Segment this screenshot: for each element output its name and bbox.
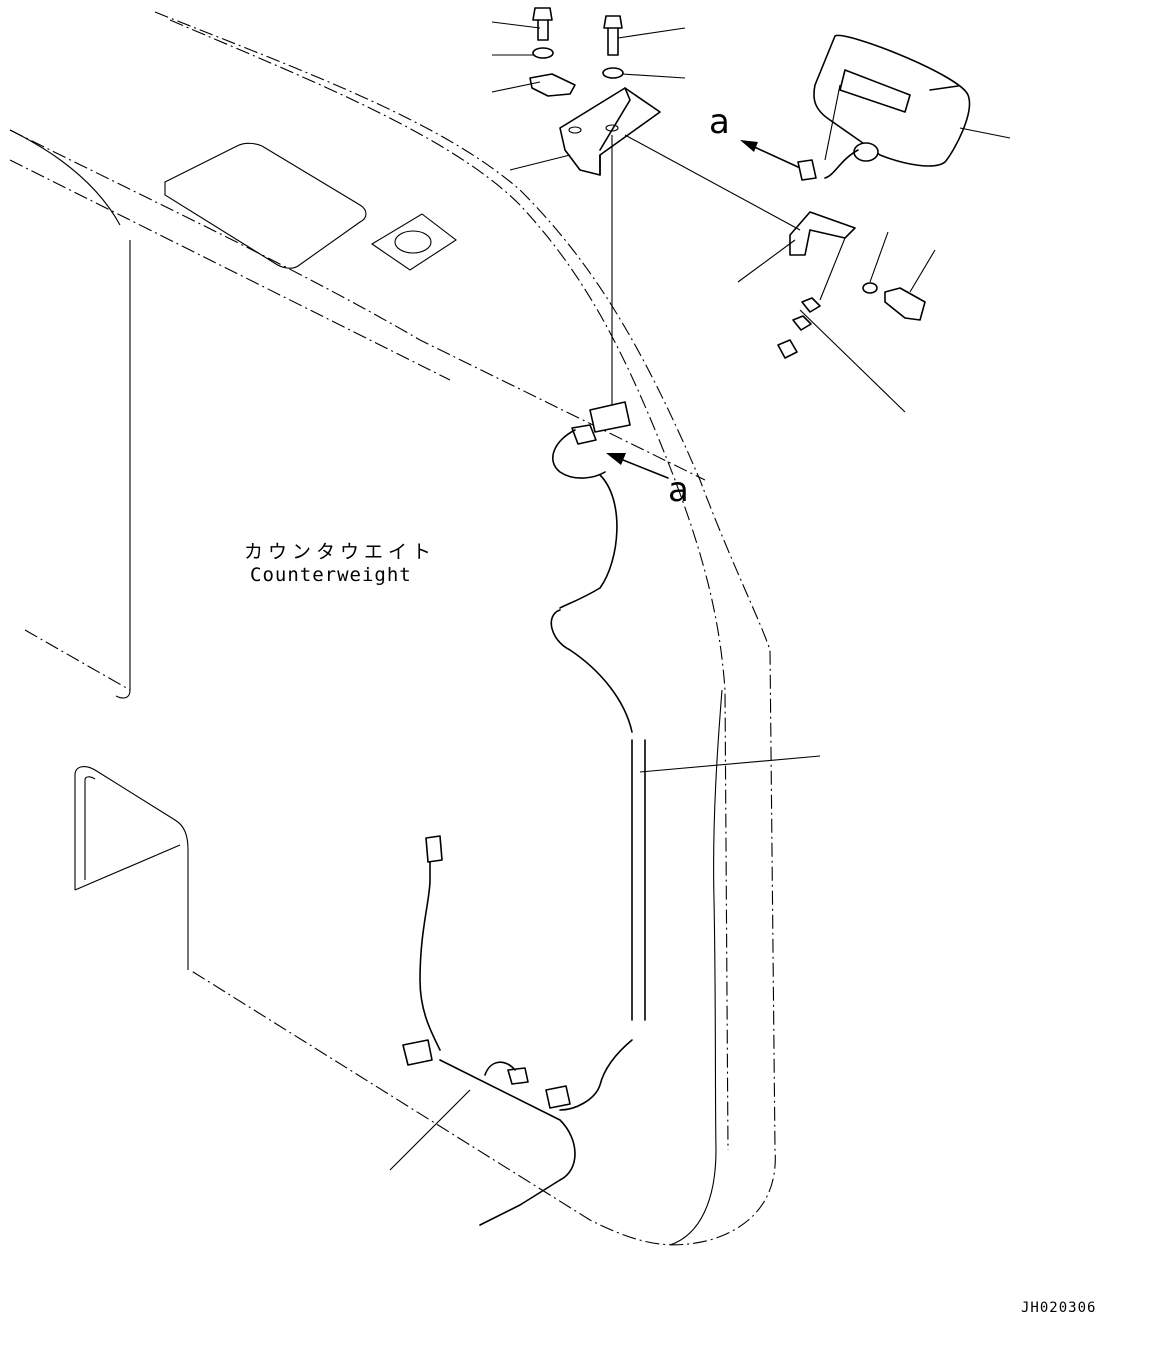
inspection-cover [164,142,457,271]
drawing-code: JH020306 [1021,1300,1097,1316]
mounting-bracket-assembly [529,7,661,176]
lower-side-cover [74,766,189,970]
counterweight-label-jp: カウンタウエイト [244,541,437,563]
counterweight-outline [9,11,776,1246]
reference-arrows [606,140,799,479]
wire-harness [402,424,646,1226]
reference-mark-a-top: a [709,102,730,142]
leader-lines [389,21,1011,1171]
reference-mark-a-mid: a [668,470,689,510]
assembly-guide-lines [589,84,846,433]
counterweight-label-en: Counterweight [250,564,412,586]
work-lamp-assembly [777,34,971,359]
